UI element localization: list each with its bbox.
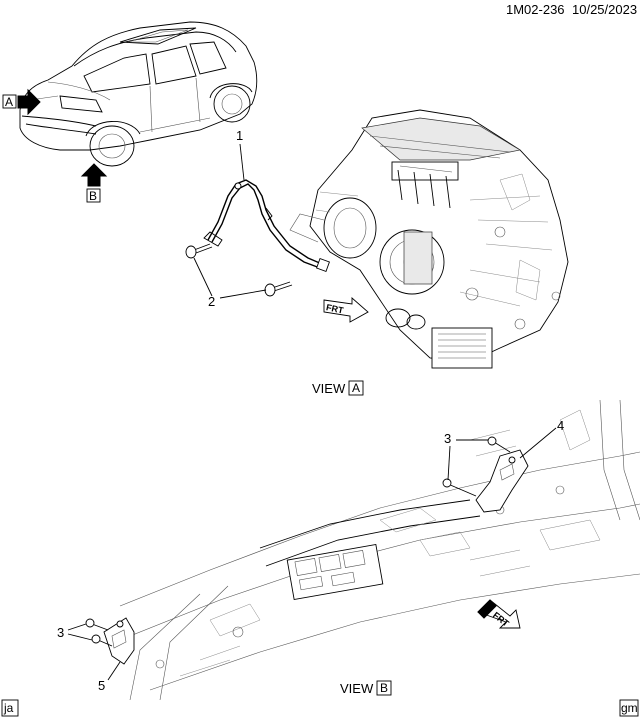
diagram-code: 1M02-236 xyxy=(506,2,565,17)
view-b-arrow-label: B xyxy=(89,189,97,203)
footer-tag-left: ja xyxy=(1,699,19,717)
bracket-bolt-lower-a xyxy=(85,618,109,631)
bracket-bolt-upper-a xyxy=(487,436,511,453)
callout-bolts-lower: 3 xyxy=(57,623,93,641)
bracket-upper xyxy=(475,449,529,513)
view-b-underbody-illustration xyxy=(119,399,640,701)
callout-bracket-lower: 5 xyxy=(98,661,121,693)
view-a-direction-arrow: A xyxy=(2,88,41,116)
view-b-caption: VIEW B xyxy=(340,680,392,696)
view-a-caption: VIEW A xyxy=(312,380,364,396)
harness-bolt-upper xyxy=(185,243,213,259)
bracket-lower xyxy=(103,617,135,665)
bracket-bolt-upper-b xyxy=(442,478,477,497)
view-b-text: VIEW xyxy=(340,681,374,696)
view-b-box-letter: B xyxy=(380,681,388,695)
callout-bracket-upper: 4 xyxy=(519,418,564,459)
callout-5-label: 5 xyxy=(98,678,105,693)
view-b-direction-arrow: B xyxy=(80,163,108,203)
vehicle-illustration: A B xyxy=(2,21,258,203)
view-a-engine-illustration xyxy=(289,109,569,369)
callout-3-upper-label: 3 xyxy=(444,431,451,446)
bracket-bolt-lower-b xyxy=(91,634,113,647)
footer-tag-right: gm xyxy=(619,699,639,717)
front-direction-arrow-view-a: FRT xyxy=(323,297,369,323)
view-a-text: VIEW xyxy=(312,381,346,396)
footer-left-text: ja xyxy=(3,701,14,715)
harness-bolt-lower xyxy=(264,281,293,297)
front-direction-arrow-view-b: FRT xyxy=(477,599,521,629)
callout-1-label: 1 xyxy=(236,128,243,143)
footer-right-text: gm xyxy=(621,701,638,715)
view-a-box-letter: A xyxy=(352,381,360,395)
callout-harness: 1 xyxy=(236,128,245,181)
frt-label-view-a: FRT xyxy=(325,302,345,316)
view-a-arrow-label: A xyxy=(5,95,13,109)
diagram-date: 10/25/2023 xyxy=(572,2,637,17)
wiring-harness xyxy=(203,179,330,272)
callout-2-label: 2 xyxy=(208,294,215,309)
callout-harness-bolts: 2 xyxy=(193,257,267,309)
callout-bolts-upper: 3 xyxy=(444,431,488,481)
callout-4-label: 4 xyxy=(557,418,564,433)
header: 1M02-236 10/25/2023 xyxy=(506,2,637,17)
callout-3-lower-label: 3 xyxy=(57,625,64,640)
